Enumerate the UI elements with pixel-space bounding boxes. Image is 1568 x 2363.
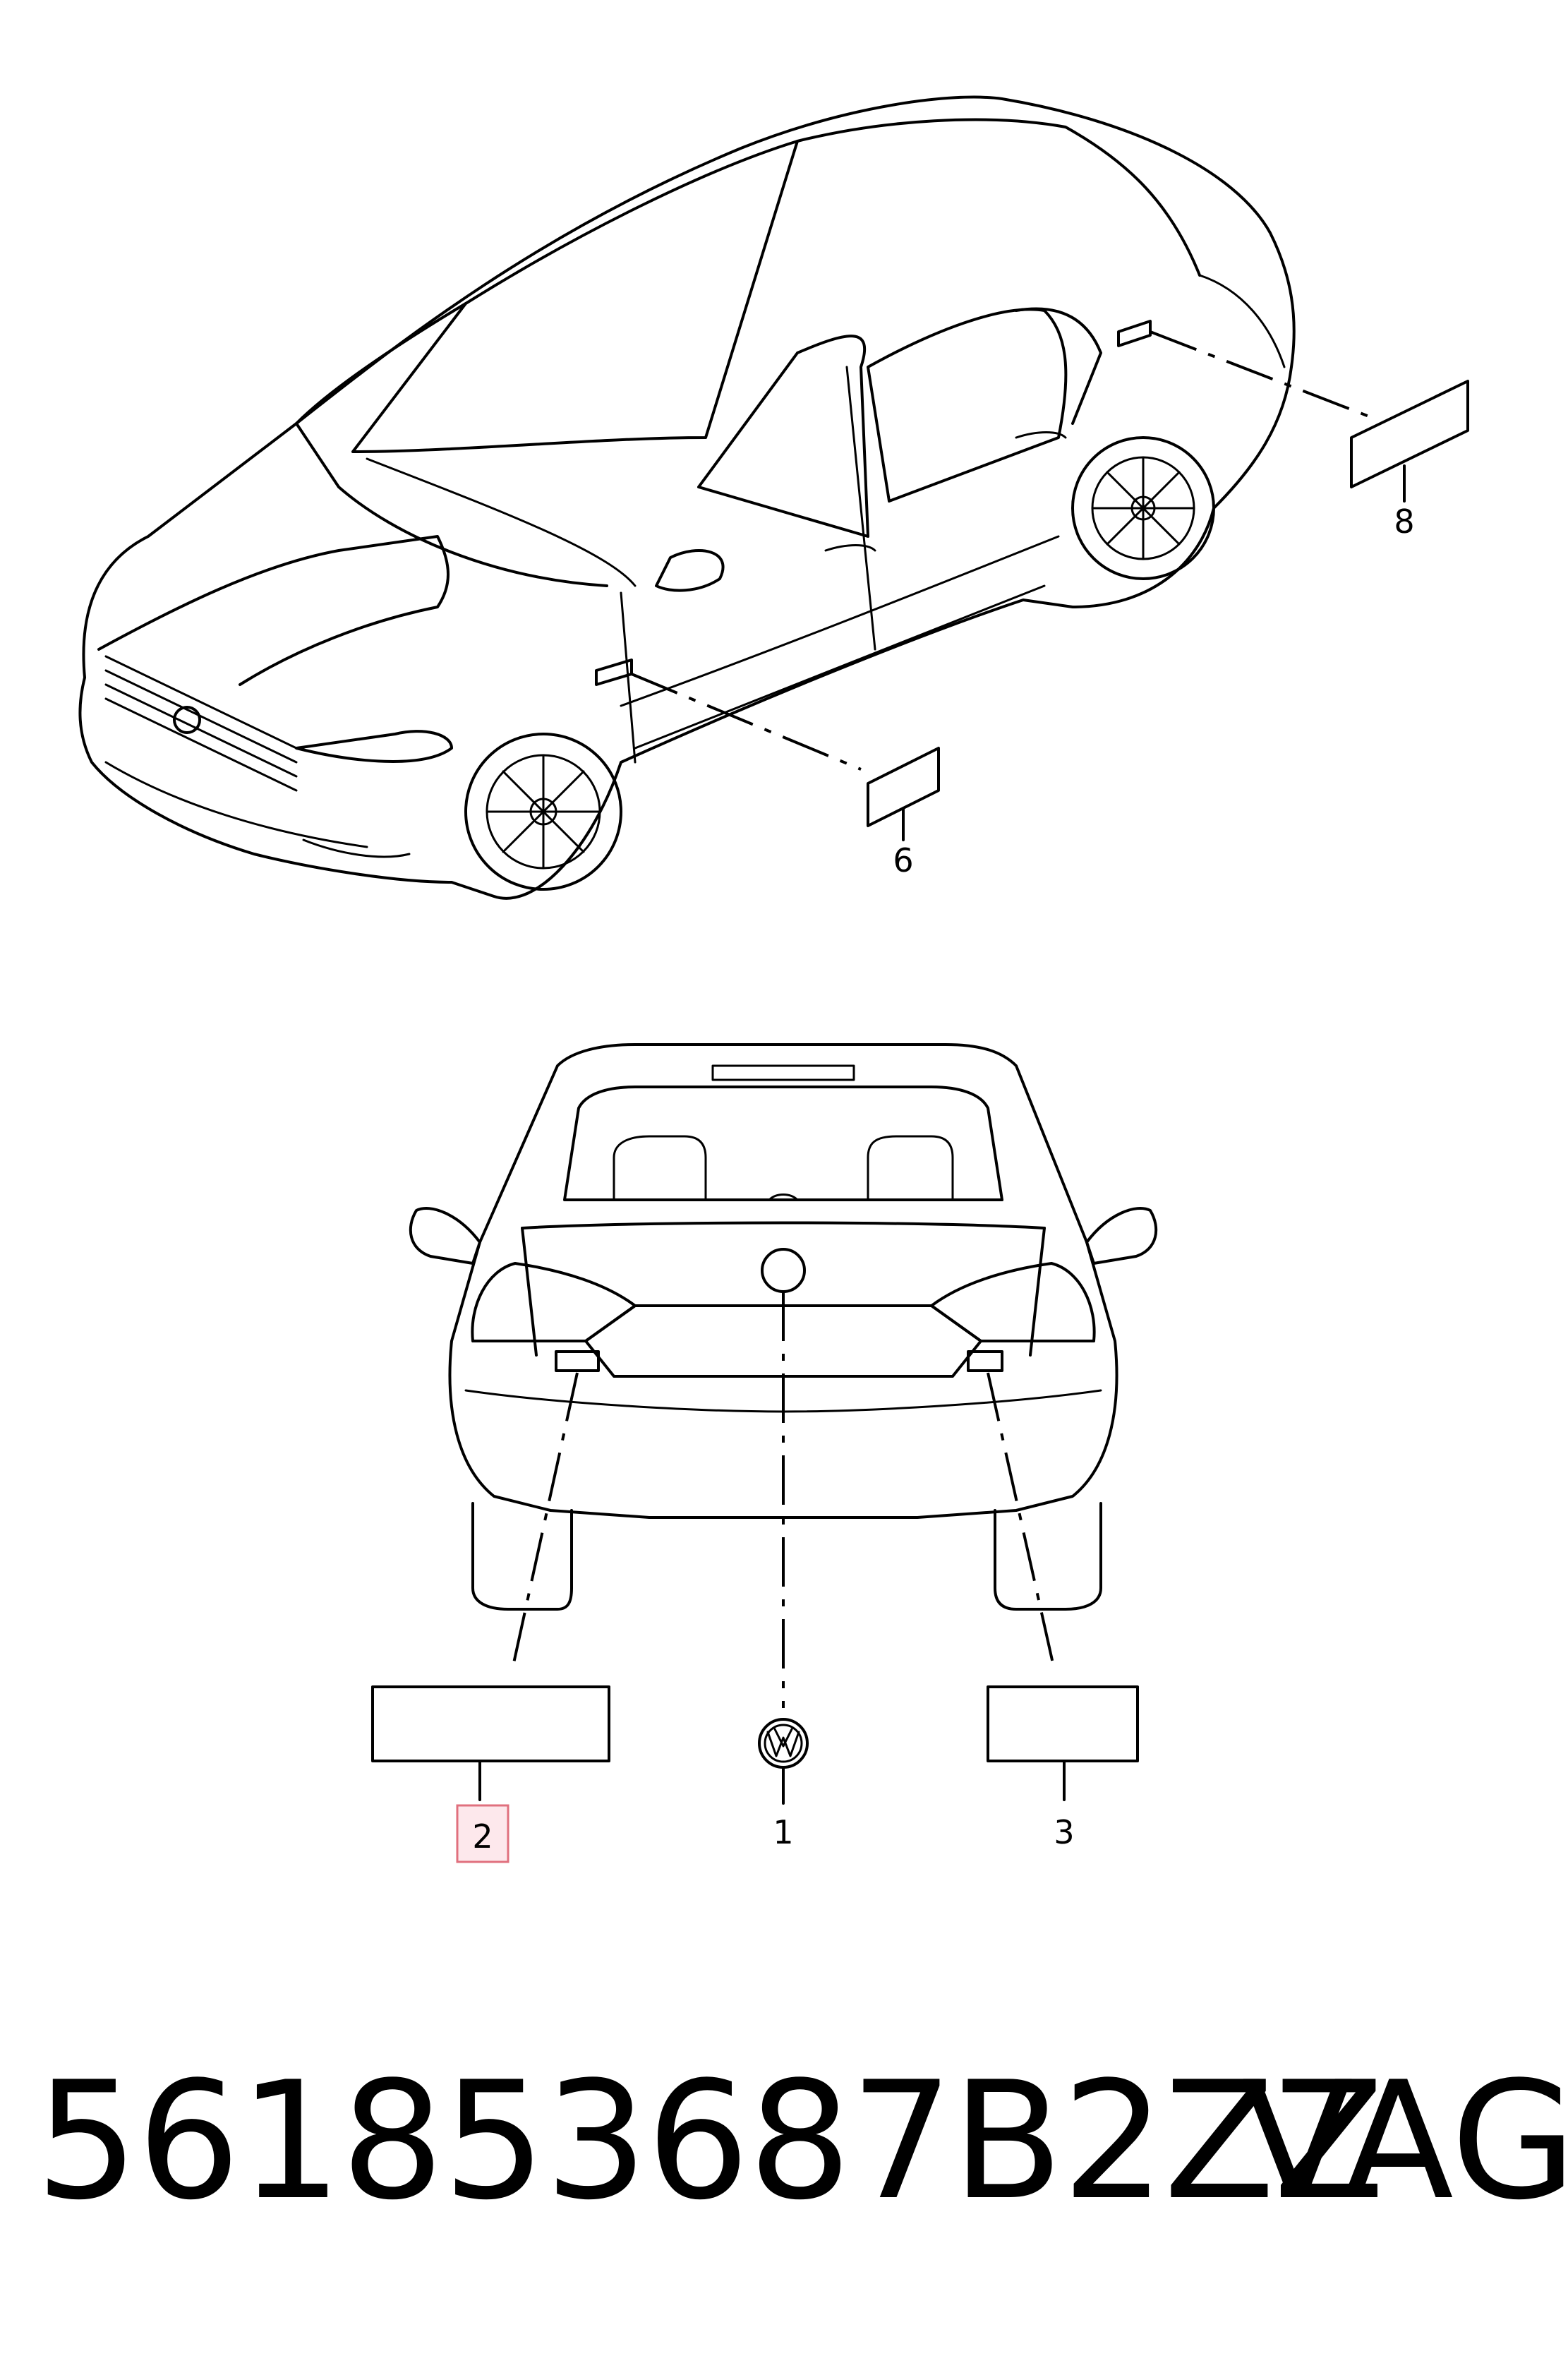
- vw-logo-icon: [758, 1718, 809, 1769]
- callout-3: 3: [987, 1372, 1139, 1851]
- callout-label-3: 3: [1054, 1813, 1074, 1851]
- callout-label-1: 1: [773, 1813, 793, 1851]
- callout-label-2: 2: [472, 1817, 493, 1856]
- brand-name: VAG: [1242, 2048, 1568, 2236]
- callout-label-8: 8: [1394, 503, 1414, 541]
- callout-label-6: 6: [893, 841, 913, 879]
- part-number: 561853687B2ZZ: [35, 2048, 1385, 2236]
- callout-1: 1: [758, 1292, 809, 1851]
- callout-8: 8: [1150, 330, 1469, 541]
- callout-6: 6: [631, 673, 940, 879]
- callout-highlight: [456, 1804, 509, 1863]
- callout-2: 2: [371, 1372, 610, 1863]
- car-side-view: [78, 95, 1296, 900]
